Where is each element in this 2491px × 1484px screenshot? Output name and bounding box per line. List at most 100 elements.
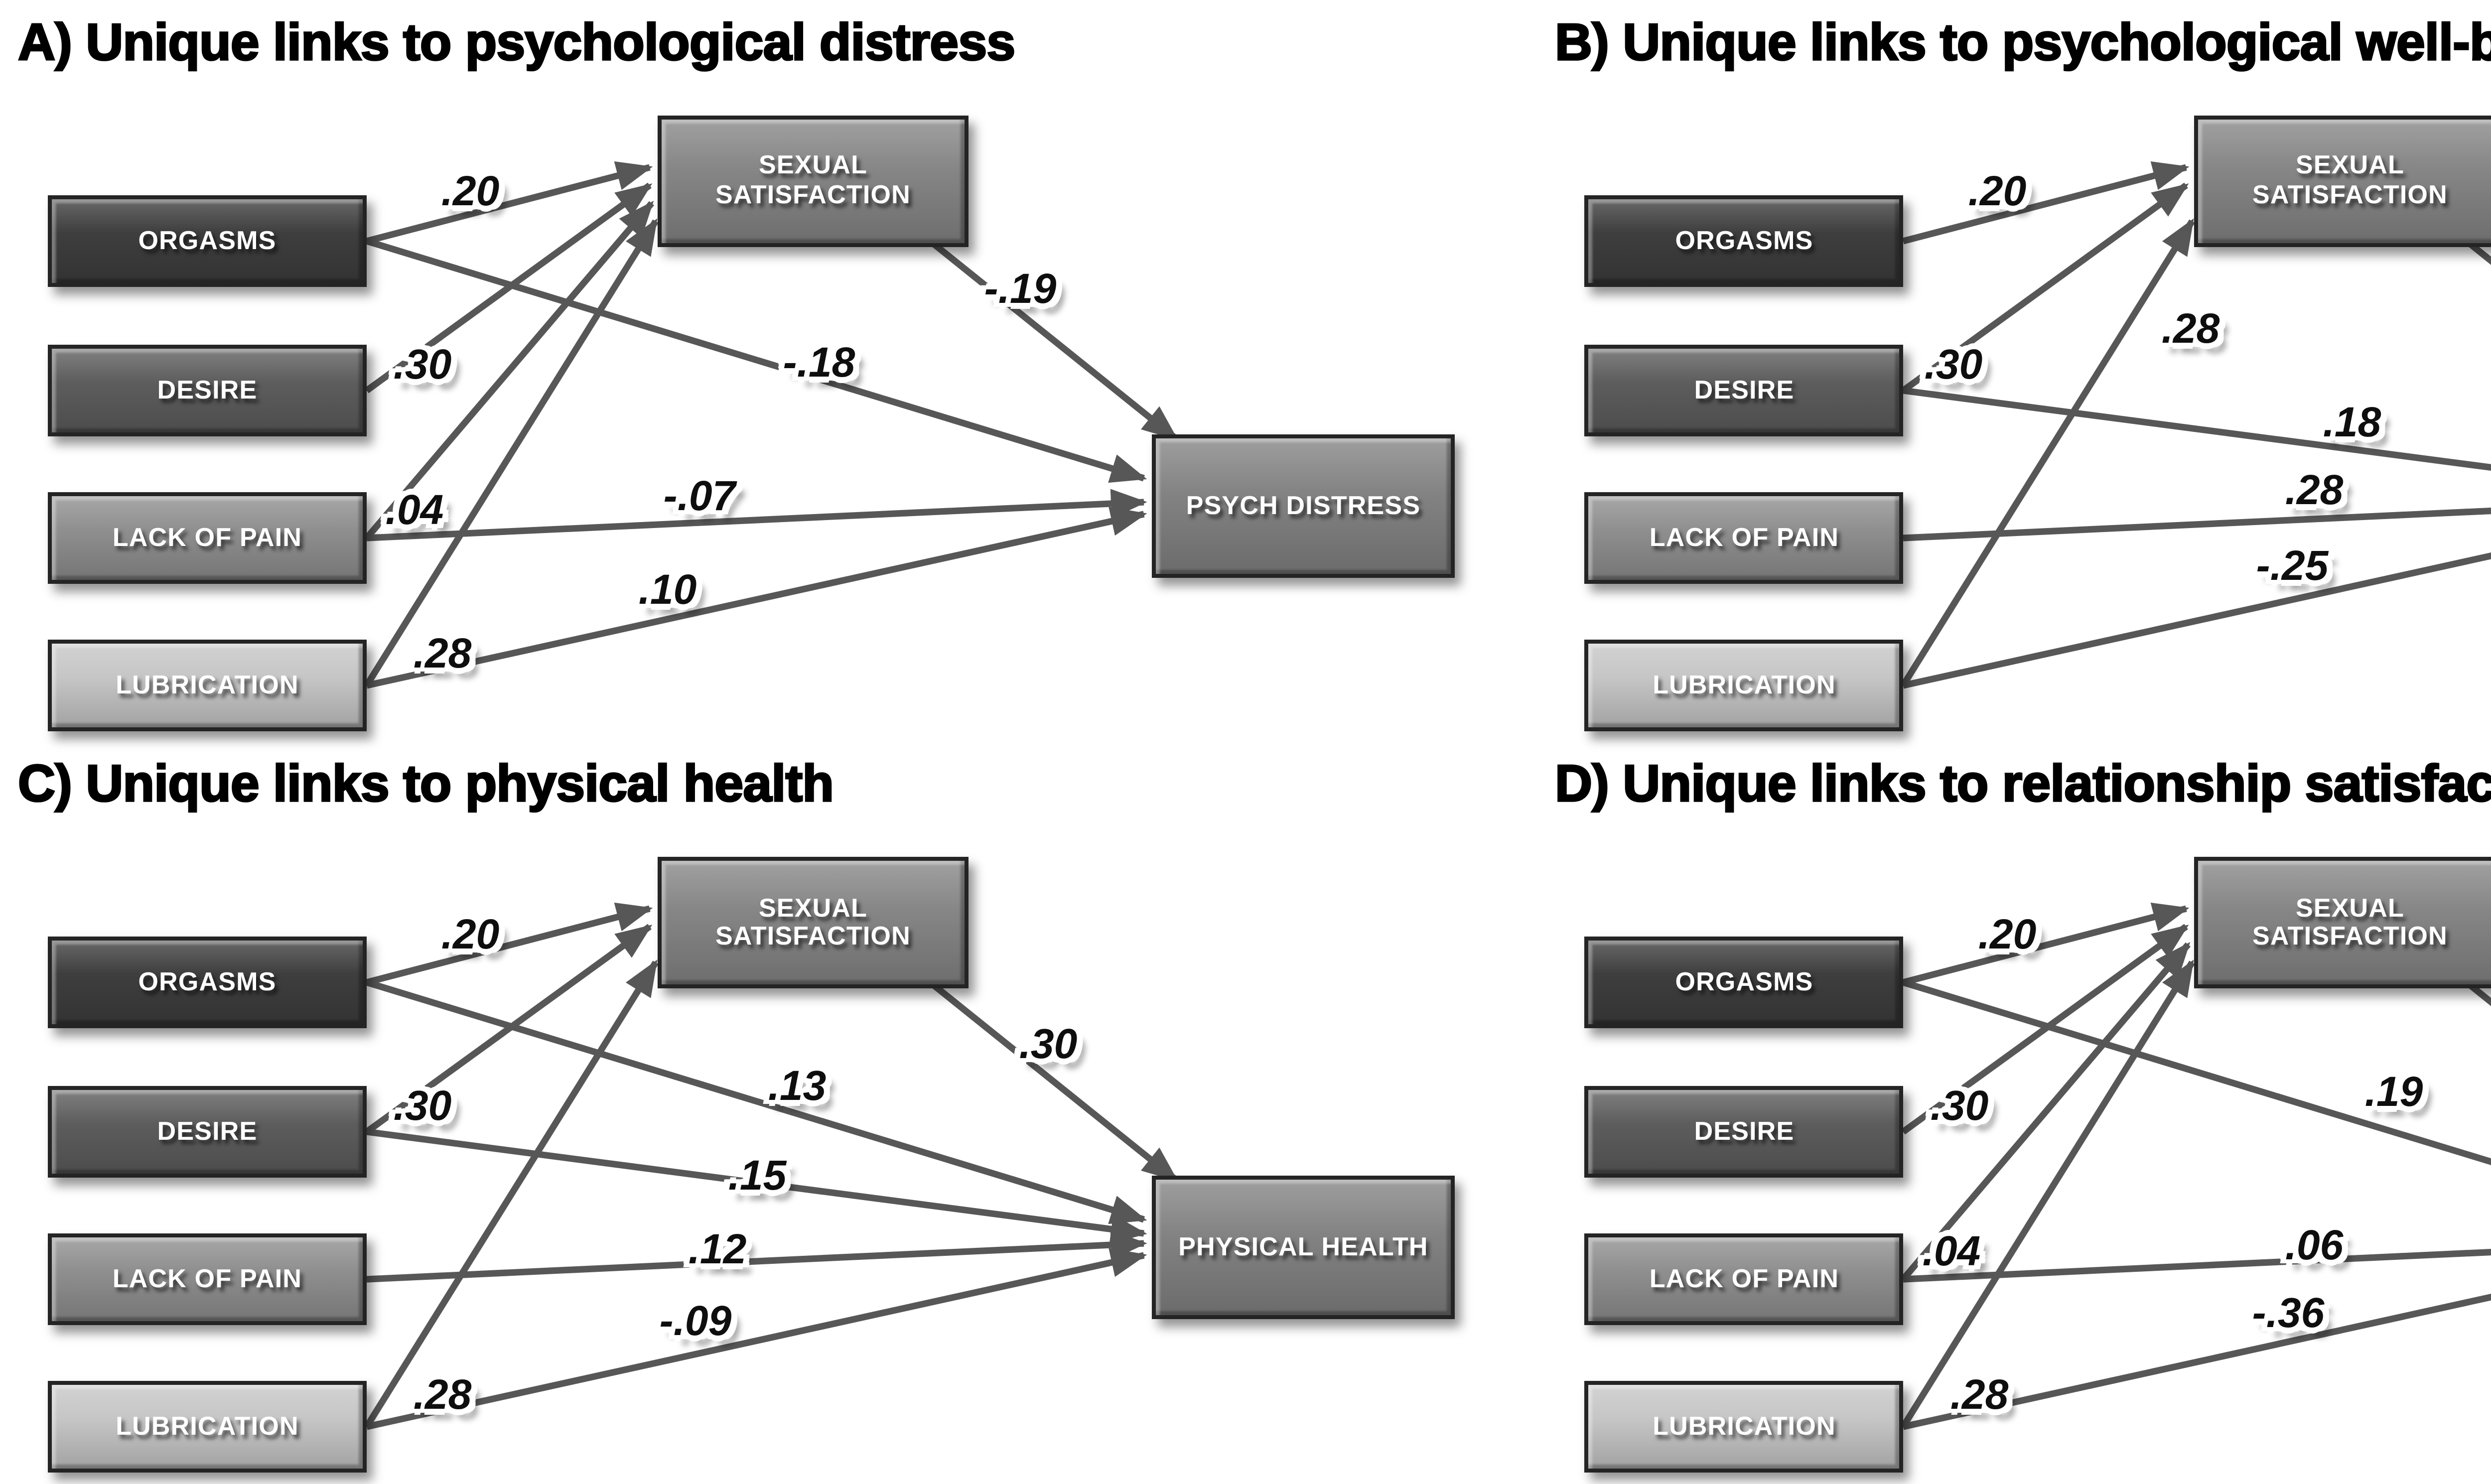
panel-a: A) Unique links to psychological distres… (0, 0, 1537, 742)
node-outcome-c: PHYSICAL HEALTH (1152, 1176, 1455, 1320)
path-arrow-a (364, 200, 655, 540)
node-label: LACK OF PAIN (112, 1263, 302, 1294)
path-arrow-b (1903, 161, 2190, 245)
path-coefficient: .30 (393, 343, 452, 389)
node-label: ORGASMS (138, 966, 277, 997)
path-arrow-a (364, 218, 659, 687)
node-lack-of-pain: LACK OF PAIN (48, 1234, 367, 1326)
path-arrow-c (366, 1230, 1147, 1284)
path-arrow-b (1903, 552, 2491, 689)
path-coefficient: .20 (441, 913, 500, 959)
node-label: LUBRICATION (1653, 1411, 1836, 1441)
path-coefficient: .20 (441, 169, 500, 215)
path-coefficient: -.09 (659, 1300, 732, 1346)
path-arrow-a (366, 238, 1147, 483)
node-label: DESIRE (1694, 1116, 1795, 1146)
node-label: SEXUAL SATISFACTION (715, 892, 911, 951)
path-arrow-d (1901, 960, 2196, 1429)
node-lubrication: LUBRICATION (48, 1381, 367, 1474)
path-arrow-b (1903, 387, 2491, 471)
path-arrow-b (1901, 218, 2196, 687)
path-coefficient: .04 (385, 488, 444, 534)
path-coefficient: -.07 (663, 474, 736, 520)
node-label: LACK OF PAIN (1649, 1263, 1839, 1294)
node-desire: DESIRE (48, 1086, 367, 1179)
node-label: PHYSICAL HEALTH (1178, 1231, 1428, 1262)
path-arrow-d (1903, 1249, 2491, 1284)
path-coefficient: .28 (2285, 468, 2344, 514)
path-arrow-d (1903, 903, 2190, 986)
node-desire: DESIRE (48, 345, 367, 436)
node-orgasms: ORGASMS (1585, 195, 1904, 287)
node-sexual-satisfaction: SEXUAL SATISFACTION (2195, 857, 2491, 989)
panel-title-c: C) Unique links to physical health (17, 753, 834, 815)
path-arrow-b (1902, 182, 2190, 394)
path-coefficient: .28 (2161, 307, 2220, 353)
node-label: DESIRE (157, 1116, 258, 1146)
node-desire: DESIRE (1585, 1086, 1904, 1179)
node-lubrication: LUBRICATION (48, 640, 367, 731)
node-label: LACK OF PAIN (1649, 521, 1839, 551)
path-arrow-c (364, 960, 659, 1429)
node-label: ORGASMS (1675, 224, 1813, 255)
path-arrow-a (365, 182, 653, 394)
path-arrow-c (366, 980, 1147, 1225)
path-arrow-b (1903, 507, 2491, 541)
node-label: LUBRICATION (1653, 669, 1836, 699)
path-coefficient: .18 (2323, 401, 2381, 446)
path-coefficient: .06 (2285, 1224, 2344, 1270)
panel-title-a: A) Unique links to psychological distres… (17, 11, 1016, 73)
node-label: SEXUAL SATISFACTION (2252, 892, 2448, 951)
node-sexual-satisfaction: SEXUAL SATISFACTION (2195, 116, 2491, 247)
path-coefficient: .13 (768, 1065, 827, 1111)
path-coefficient: .12 (688, 1228, 747, 1274)
path-coefficient: .20 (1968, 169, 2027, 215)
node-label: LUBRICATION (116, 669, 299, 699)
path-arrows-layer (364, 161, 1179, 689)
path-arrow-d (1903, 1294, 2491, 1431)
path-arrow-c (930, 982, 1179, 1183)
path-coefficient: .30 (1930, 1084, 1989, 1131)
path-arrow-a (930, 240, 1179, 441)
path-arrows-layer (364, 903, 1179, 1431)
path-coefficient: .19 (2364, 1071, 2423, 1117)
node-lubrication: LUBRICATION (1585, 1381, 1904, 1474)
path-arrow-a (366, 161, 653, 245)
node-orgasms: ORGASMS (48, 937, 367, 1029)
path-arrow-c (366, 1129, 1147, 1245)
path-arrow-c (365, 925, 653, 1135)
node-sexual-satisfaction: SEXUAL SATISFACTION (658, 116, 969, 247)
node-lack-of-pain: LACK OF PAIN (1585, 492, 1904, 584)
node-lack-of-pain: LACK OF PAIN (1585, 1234, 1904, 1326)
node-label: SEXUAL SATISFACTION (715, 150, 911, 209)
path-arrow-d (1903, 980, 2491, 1166)
path-arrow-c (366, 903, 653, 986)
path-coefficient: -.25 (2256, 544, 2329, 590)
path-coefficient: .28 (413, 1373, 472, 1420)
panel-title-d: D) Unique links to relationship satisfac… (1554, 753, 2491, 815)
path-arrow-a (366, 489, 1147, 541)
path-arrow-d (1901, 943, 2192, 1282)
node-label: DESIRE (157, 374, 258, 404)
path-coefficient: .30 (393, 1084, 452, 1131)
panel-b: B) Unique links to psychological well-be… (1537, 0, 2491, 742)
path-arrow-d (2467, 982, 2491, 1007)
path-arrow-b (2467, 240, 2491, 265)
node-label: ORGASMS (138, 224, 277, 255)
panel-title-b: B) Unique links to psychological well-be… (1554, 11, 2491, 73)
path-coefficient: .15 (728, 1154, 787, 1201)
path-coefficient: .20 (1978, 913, 2037, 959)
panel-d: D) Unique links to relationship satisfac… (1537, 742, 2491, 1484)
path-coefficient: -.18 (783, 341, 855, 387)
node-label: PSYCH DISTRESS (1186, 489, 1421, 520)
path-arrow-d (1902, 925, 2190, 1135)
path-arrow-a (366, 507, 1147, 689)
path-coefficient: .10 (638, 568, 697, 614)
path-coefficient: .28 (1950, 1373, 2009, 1420)
node-label: LUBRICATION (116, 1411, 299, 1441)
node-lack-of-pain: LACK OF PAIN (48, 492, 367, 584)
path-arrows-layer (1901, 903, 2491, 1431)
node-orgasms: ORGASMS (48, 195, 367, 287)
